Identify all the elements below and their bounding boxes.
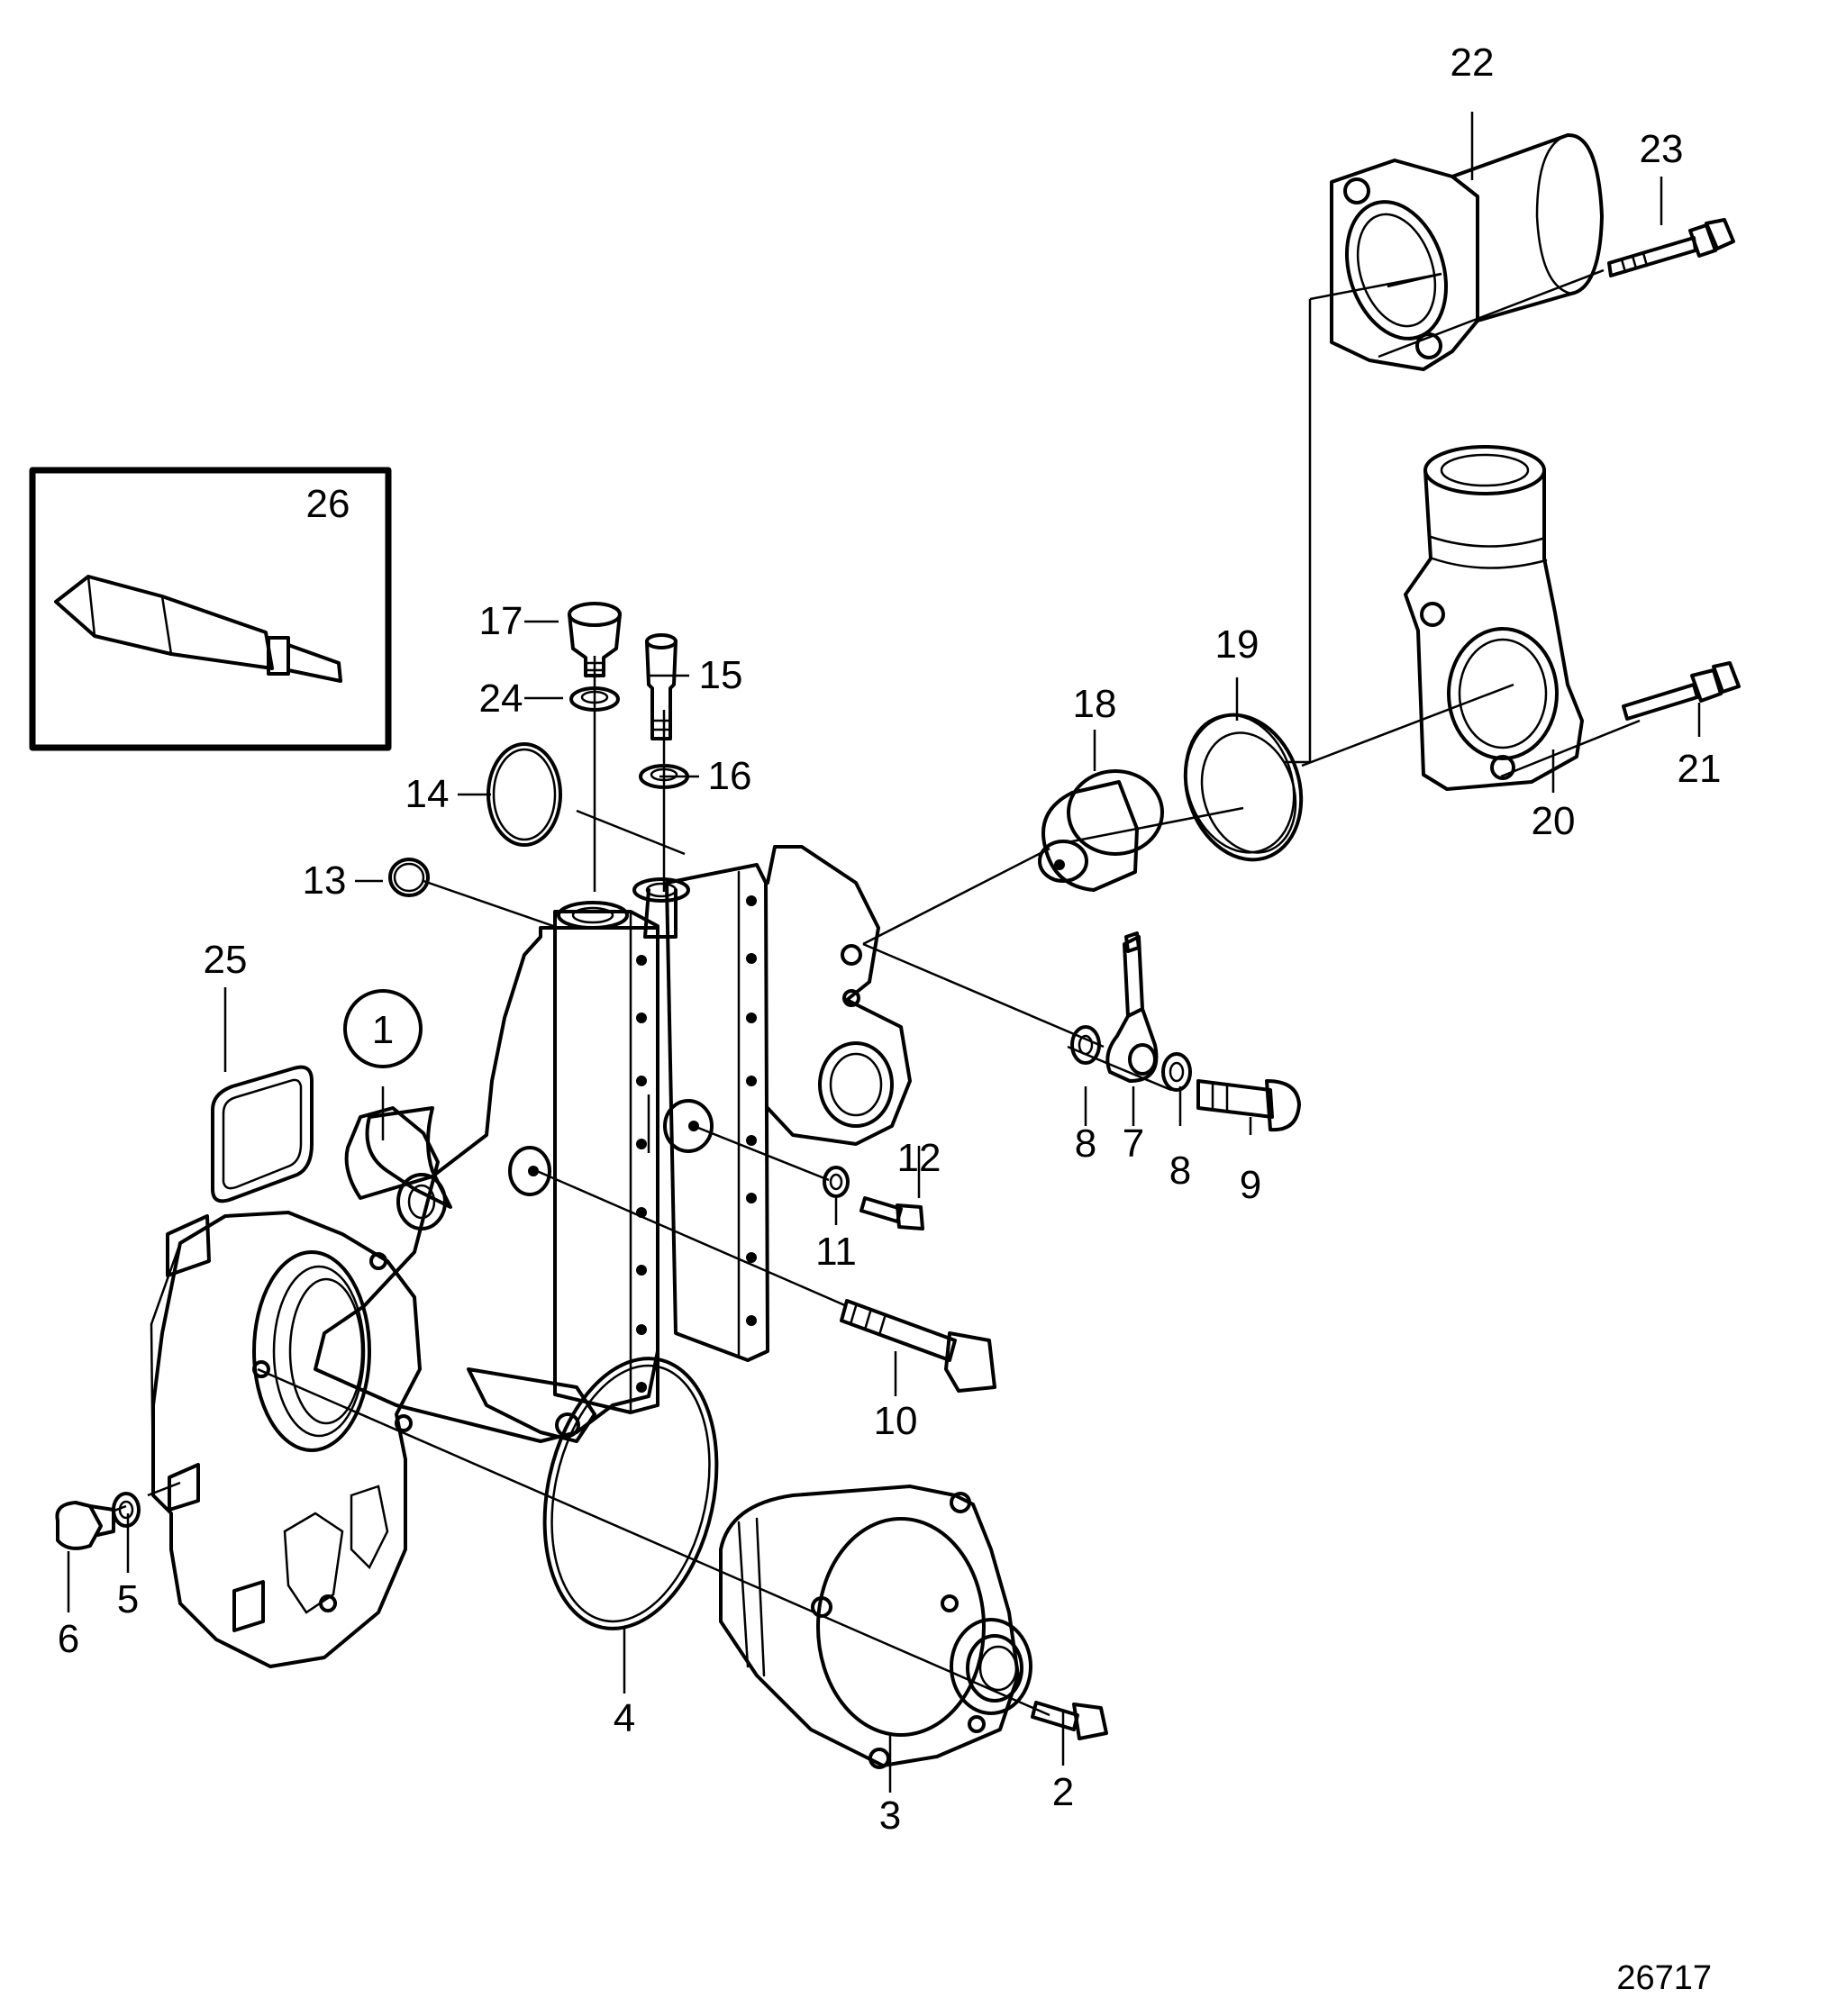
callout-7: 7 bbox=[1123, 1122, 1144, 1166]
part-23-bolt bbox=[1607, 218, 1735, 277]
part-11-washer bbox=[823, 1166, 850, 1198]
part-2-water-pump bbox=[719, 1485, 1032, 1769]
callout-labels: 22 23 26 17 15 24 19 18 16 14 21 20 13 2… bbox=[58, 41, 1722, 1997]
part-10-long-bolt bbox=[840, 1299, 996, 1393]
part-1-pump-housing bbox=[150, 845, 912, 1668]
callout-1-circle bbox=[343, 989, 423, 1068]
part-9-banjo-bolt bbox=[1196, 1079, 1301, 1132]
part-15-nipple bbox=[645, 633, 678, 740]
callout-16: 16 bbox=[708, 754, 752, 798]
figure-number: 26717 bbox=[1616, 1959, 1712, 1997]
callout-8-right: 8 bbox=[1169, 1149, 1191, 1193]
part-4-o-ring bbox=[542, 1357, 719, 1630]
leader-lines bbox=[67, 112, 1701, 1793]
column-holes bbox=[636, 895, 757, 1393]
part-21-bolt bbox=[1622, 661, 1741, 721]
callout-13: 13 bbox=[303, 858, 347, 903]
part-20-thermostat-housing bbox=[1404, 445, 1584, 791]
part-6-plug bbox=[55, 1501, 115, 1550]
callout-25: 25 bbox=[204, 938, 248, 982]
callout-21: 21 bbox=[1678, 747, 1722, 791]
callout-11: 11 bbox=[815, 1230, 857, 1274]
part-7-banjo-fitting bbox=[1105, 931, 1159, 1083]
callout-22: 22 bbox=[1451, 41, 1495, 85]
part-3-bolt bbox=[1031, 1701, 1108, 1740]
callout-26: 26 bbox=[306, 482, 350, 526]
part-12-screw bbox=[859, 1196, 924, 1230]
callout-24: 24 bbox=[479, 677, 523, 721]
part-17-plug bbox=[568, 602, 622, 677]
part-19-seal-ring bbox=[1183, 713, 1304, 862]
part-8-washer-right bbox=[1161, 1052, 1192, 1092]
callout-20: 20 bbox=[1532, 799, 1576, 843]
callout-3: 3 bbox=[879, 1794, 901, 1838]
callout-6: 6 bbox=[58, 1617, 79, 1661]
callout-14: 14 bbox=[405, 772, 450, 816]
callout-15: 15 bbox=[699, 653, 743, 697]
part-22-outlet-pipe bbox=[1330, 132, 1604, 371]
inset-box-sealant bbox=[29, 467, 392, 751]
part-16-seal bbox=[639, 764, 689, 789]
callout-18: 18 bbox=[1073, 682, 1117, 726]
callout-12: 12 bbox=[897, 1136, 941, 1180]
callout-4: 4 bbox=[614, 1696, 635, 1740]
callout-17: 17 bbox=[479, 599, 523, 643]
callout-23: 23 bbox=[1640, 127, 1684, 171]
part-25-gasket bbox=[211, 1065, 314, 1203]
part-8-washer-left bbox=[1070, 1025, 1101, 1065]
part-13-o-ring bbox=[388, 858, 430, 897]
part-24-seal bbox=[569, 686, 620, 712]
callout-5: 5 bbox=[117, 1577, 139, 1621]
callout-10: 10 bbox=[874, 1399, 918, 1443]
callout-8-left: 8 bbox=[1075, 1122, 1096, 1166]
part-18-thermostat bbox=[1038, 769, 1164, 892]
callout-9: 9 bbox=[1240, 1163, 1261, 1207]
callout-19: 19 bbox=[1215, 622, 1260, 667]
callout-2: 2 bbox=[1052, 1770, 1074, 1814]
part-14-o-ring bbox=[487, 742, 562, 847]
sealant-tube-icon bbox=[54, 575, 342, 683]
callout-1: 1 bbox=[372, 1008, 394, 1052]
